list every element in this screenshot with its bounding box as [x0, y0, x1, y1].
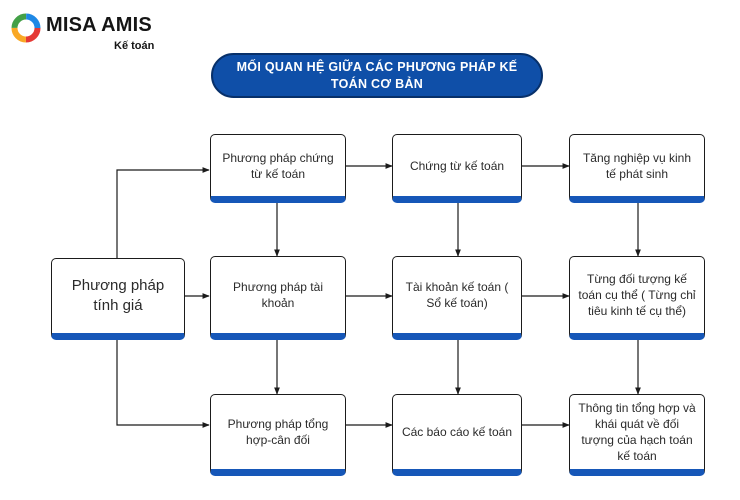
logo-sub-text: Kế toán	[114, 40, 155, 52]
arrow-tinhgia-to-pptonghop	[116, 340, 210, 428]
misa-amis-logo: MISA AMIS Kế toán	[10, 10, 160, 54]
logo-ring-icon	[11, 13, 41, 43]
node-phuong-phap-tai-khoan: Phương pháp tài khoản	[210, 256, 346, 340]
node-thong-tin-tong-hop: Thông tin tổng hợp và khái quát về đối t…	[569, 394, 705, 476]
node-phuong-phap-chung-tu: Phương pháp chứng từ kế toán	[210, 134, 346, 203]
node-phuong-phap-tong-hop: Phương pháp tổng hợp-cân đối	[210, 394, 346, 476]
node-doi-tuong-ke-toan: Từng đối tượng kế toán cụ thể ( Từng chỉ…	[569, 256, 705, 340]
diagram-title: MỐI QUAN HỆ GIỮA CÁC PHƯƠNG PHÁP KẾ TOÁN…	[211, 53, 543, 98]
arrow-tinhgia-to-chungtu-pp	[116, 167, 210, 258]
node-phuong-phap-tinh-gia: Phương pháp tính giá	[51, 258, 185, 340]
node-tai-khoan-ke-toan: Tài khoản kế toán ( Sổ kế toán)	[392, 256, 522, 340]
node-nghiep-vu-phat-sinh: Tăng nghiệp vụ kinh tế phát sinh	[569, 134, 705, 203]
node-bao-cao-ke-toan: Các báo cáo kế toán	[392, 394, 522, 476]
node-chung-tu-ke-toan: Chứng từ kế toán	[392, 134, 522, 203]
logo-brand-text: MISA AMIS	[46, 14, 152, 36]
